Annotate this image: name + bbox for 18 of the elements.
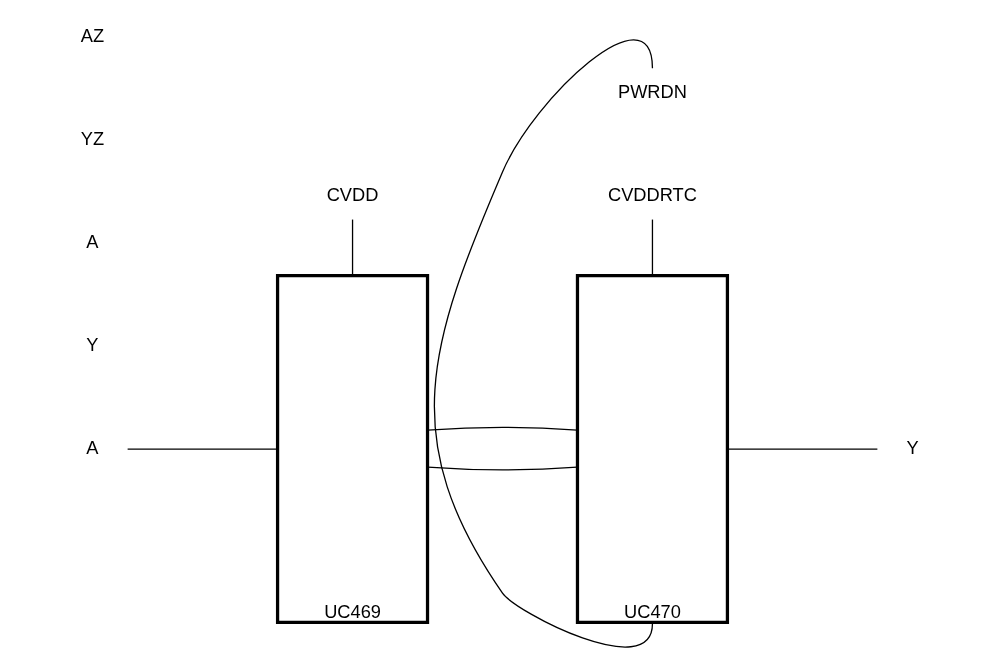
connector (427, 426, 578, 431)
connector (726, 448, 878, 450)
connector (434, 39, 654, 648)
node-text: CVDD (326, 183, 379, 205)
label: Y (86, 333, 99, 355)
connector (427, 466, 578, 471)
label: AZ (80, 24, 105, 46)
label: A (86, 230, 99, 252)
connector (351, 218, 354, 277)
node-text: PWRDN (617, 80, 687, 102)
node-box: UC470 (575, 274, 730, 625)
connector (126, 448, 279, 450)
connector (651, 218, 654, 277)
label: YZ (80, 127, 105, 149)
node-text: CVDDRTC (608, 183, 697, 205)
node-box: UC469 (275, 274, 430, 625)
node-text: Y (906, 436, 919, 458)
node-text: A (86, 436, 99, 458)
